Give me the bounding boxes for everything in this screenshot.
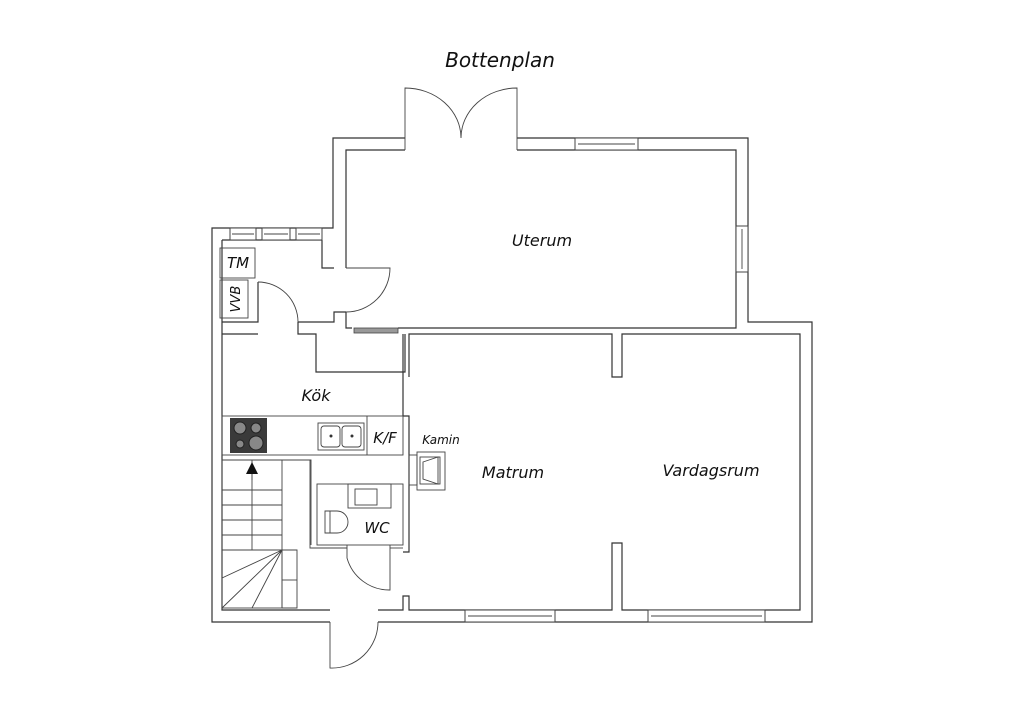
- label-kf: K/F: [373, 429, 397, 447]
- vvb-box: [219, 279, 249, 319]
- stair-arrow-icon: [246, 462, 258, 474]
- room-matrum: Matrum: [482, 463, 544, 482]
- double-door: [404, 87, 518, 150]
- room-kok: Kök: [302, 386, 332, 405]
- wc-room: [309, 460, 404, 549]
- label-kamin: Kamin: [422, 433, 459, 447]
- tm-box: [219, 247, 256, 279]
- kitchen-counter: [221, 415, 404, 456]
- room-vardagsrum: Vardagsrum: [662, 461, 759, 480]
- hall-door: [257, 281, 299, 323]
- wc-door: [346, 545, 391, 591]
- windows: [229, 137, 766, 623]
- outer-walls: [211, 137, 813, 623]
- staircase: [221, 459, 312, 609]
- fireplace: [408, 451, 446, 491]
- uterum-door: [345, 267, 391, 313]
- room-uterum: Uterum: [512, 231, 572, 250]
- room-wc: WC: [364, 519, 390, 537]
- entrance-door: [329, 621, 379, 669]
- toilet-icon: [324, 510, 349, 534]
- doors: [257, 87, 518, 669]
- sink-icon: [317, 422, 365, 451]
- label-vvb: VVB: [229, 286, 244, 313]
- plan-title: Bottenplan: [445, 48, 555, 72]
- label-tm: TM: [227, 254, 249, 272]
